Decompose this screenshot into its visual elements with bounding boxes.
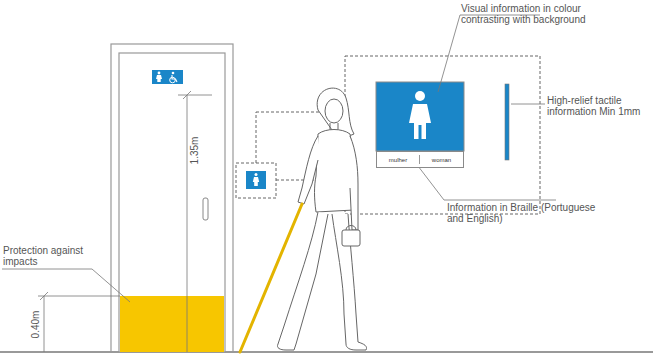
dimension-label: 0.40m: [30, 309, 41, 339]
door-handle: [203, 198, 208, 220]
door-sign: [152, 70, 183, 84]
sign-side-view: [505, 84, 509, 160]
callout-label: Protection against impacts: [3, 245, 108, 267]
callout-label: Information in Braille (Portuguese and E…: [447, 202, 597, 224]
callout-box: [345, 56, 540, 214]
white-cane: [240, 204, 302, 352]
person-figure: [277, 88, 366, 350]
wall-sign: [246, 171, 266, 189]
sign-face: [376, 82, 464, 151]
dimension-line: [187, 95, 188, 352]
separator: [419, 155, 420, 164]
leader-line: [418, 166, 444, 200]
callout-box: [236, 163, 276, 198]
callout-label: High-relief tactile information Min 1mm: [547, 95, 647, 117]
callout-line: [256, 112, 257, 163]
sign-text-strip: mulher woman: [376, 151, 464, 168]
leader-line: [511, 104, 545, 105]
dimension-label: 1.35m: [189, 135, 200, 165]
sign-caption: mulher: [387, 157, 409, 163]
door-leaf: [119, 53, 225, 352]
woman-pictogram: [409, 104, 431, 139]
sign-caption: woman: [430, 157, 453, 163]
leader-line: [2, 269, 92, 270]
impact-protection: [120, 296, 224, 352]
callout-label: Visual information in colour contrasting…: [461, 3, 611, 25]
door-frame: [111, 44, 233, 352]
dimension-line: [44, 296, 45, 352]
floor-line: [0, 351, 653, 353]
